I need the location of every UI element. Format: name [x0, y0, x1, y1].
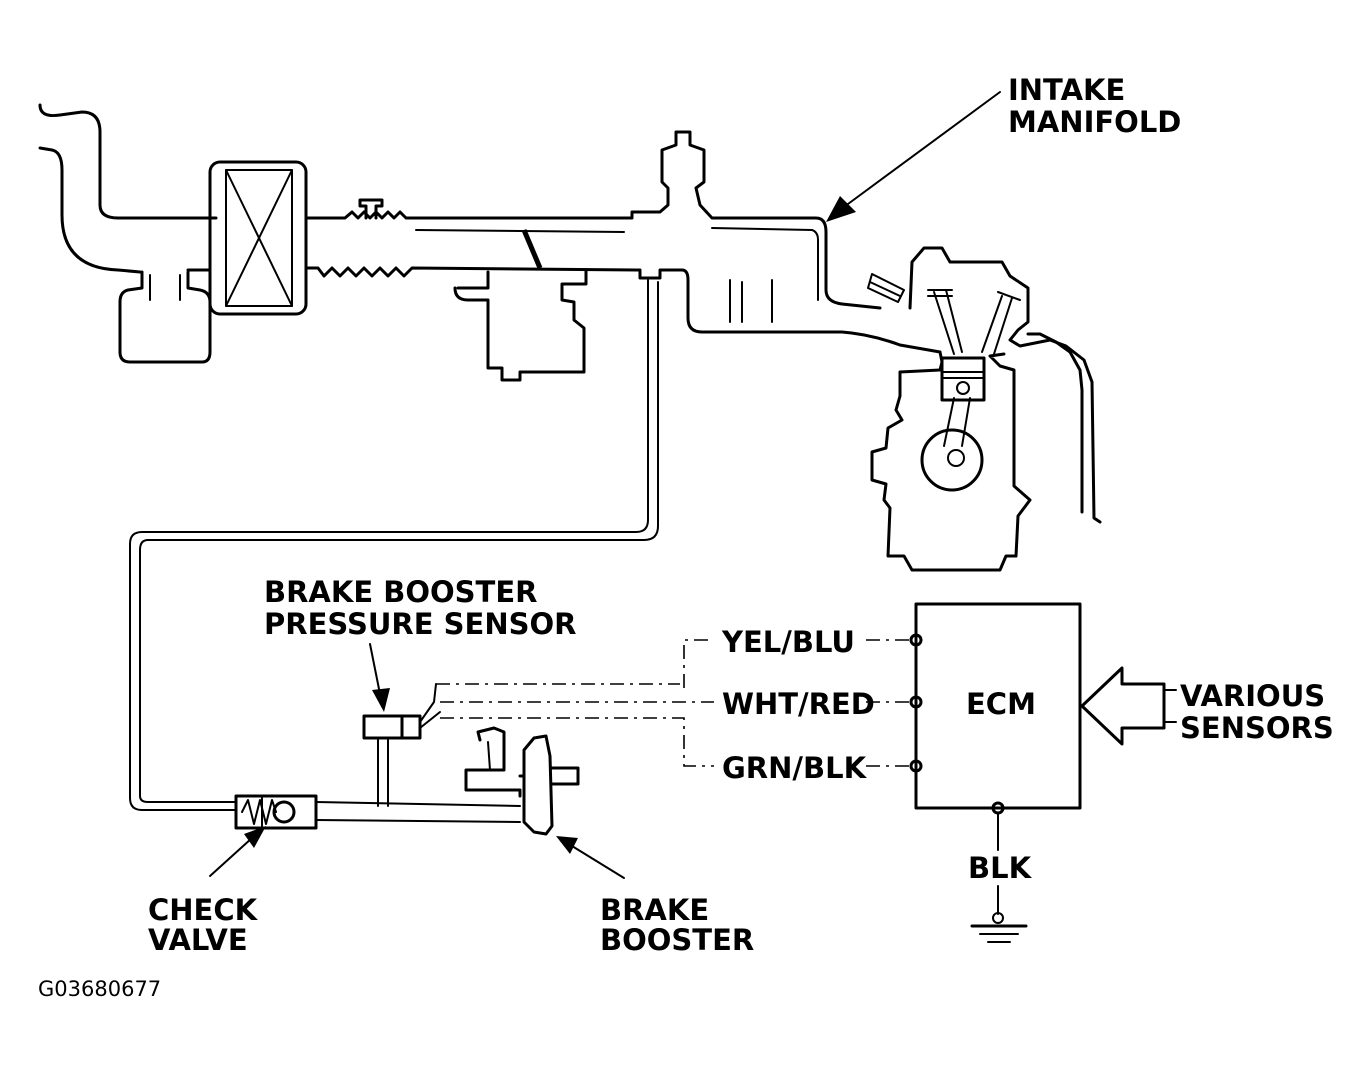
labels: INTAKE MANIFOLD BRAKE BOOSTER PRESSURE S… — [38, 73, 1334, 1001]
wire-label-grn-blk: GRN/BLK — [722, 751, 868, 785]
engine — [867, 246, 1102, 572]
various-sensors-label-line1: VARIOUS — [1180, 679, 1325, 713]
brake-booster-unit — [464, 726, 580, 836]
sensor-input-arrow-icon — [1080, 666, 1177, 746]
figure-code: G03680677 — [38, 977, 161, 1001]
various-sensors-label-line2: SENSORS — [1180, 711, 1334, 745]
leader-arrows — [209, 91, 1001, 879]
check-valve — [234, 794, 318, 830]
wiring — [436, 639, 912, 767]
brake-booster-label-line1: BRAKE — [600, 893, 709, 927]
intake-manifold-label-line1: INTAKE — [1008, 73, 1125, 107]
ground-icon — [970, 924, 1028, 943]
intake-manifold-arrow-icon — [826, 196, 856, 222]
check-valve-label-line2: VALVE — [148, 923, 248, 957]
pressure-sensor-arrow-icon — [372, 688, 390, 712]
pressure-sensor — [362, 683, 441, 807]
intake-tract — [38, 103, 942, 811]
ecm-label: ECM — [966, 687, 1036, 721]
pressure-sensor-label-line1: BRAKE BOOSTER — [264, 575, 537, 609]
ground-wire-label: BLK — [968, 851, 1033, 885]
check-valve-label-line1: CHECK — [148, 893, 259, 927]
check-valve-spring-icon — [241, 799, 277, 825]
brake-booster-arrow-icon — [556, 836, 578, 854]
pressure-sensor-label-line2: PRESSURE SENSOR — [264, 607, 577, 641]
check-valve-arrow-icon — [244, 826, 266, 848]
brake-vacuum-circuit — [234, 683, 580, 836]
brake-booster-label-line2: BOOSTER — [600, 923, 754, 957]
wire-label-yel-blu: YEL/BLU — [721, 625, 855, 659]
ecm-module — [909, 602, 1082, 943]
intake-manifold-label-line2: MANIFOLD — [1008, 105, 1181, 139]
wire-label-wht-red: WHT/RED — [722, 687, 875, 721]
